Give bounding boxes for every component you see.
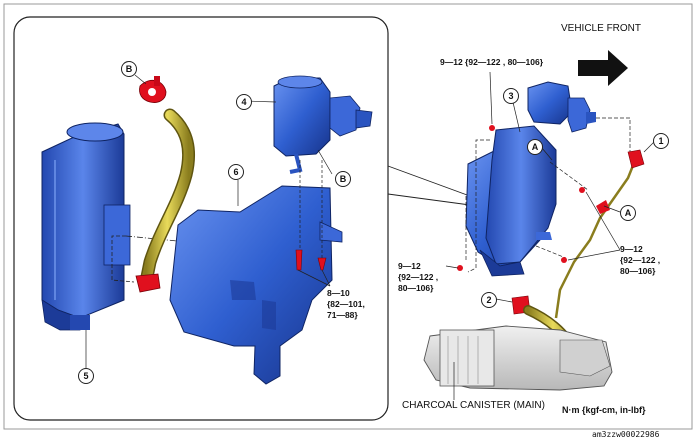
torque-left-line2: {92—122 ,: [398, 272, 439, 282]
torque-left-line3: 80—106}: [398, 283, 434, 293]
purge-solenoid-part: [273, 75, 373, 174]
evap-hose-part: [135, 108, 196, 293]
callout-b-bracket: B: [335, 171, 351, 187]
callout-b-top: B: [121, 61, 137, 77]
bolt-a: [295, 249, 303, 271]
connector-1: [627, 149, 645, 169]
fuel-vapor-pipe: [554, 157, 638, 319]
torque-detail-line3: 71—88}: [327, 310, 358, 320]
torque-detail-line1: 8—10: [327, 288, 350, 298]
inset-leader-bottom: [387, 193, 471, 206]
outer-border: [3, 3, 693, 430]
torque-top: 9—12 {92—122 , 80—106}: [440, 57, 544, 67]
units-label: N·m {kgf-cm, in-lbf}: [562, 405, 646, 415]
callout-a-main: A: [527, 139, 543, 155]
main-bolt-top: [489, 125, 495, 131]
callout-a-pipe: A: [620, 205, 636, 221]
main-bolt-left: [457, 265, 463, 271]
torque-detail-line2: {82—101,: [327, 299, 365, 309]
bolt-b: [317, 257, 327, 271]
main-purge-valve-part: [527, 81, 596, 133]
pipe-a-connector: [596, 200, 610, 214]
callout-2: 2: [481, 292, 497, 308]
charcoal-canister-part: [41, 122, 131, 331]
torque-right-line2: {92—122 ,: [620, 255, 661, 265]
charcoal-canister-main-part: [423, 325, 613, 391]
charcoal-canister-main-label: CHARCOAL CANISTER (MAIN): [402, 400, 545, 411]
callout-5: 5: [78, 368, 94, 384]
vehicle-front-label: VEHICLE FRONT: [561, 23, 642, 34]
main-bolt-right-1: [579, 187, 585, 193]
torque-left-line1: 9—12: [398, 261, 421, 271]
callout-4: 4: [236, 94, 252, 110]
callout-6: 6: [228, 164, 244, 180]
callout-1: 1: [653, 133, 669, 149]
torque-right-line3: 80—106}: [620, 266, 656, 276]
torque-right-line1: 9—12: [620, 244, 643, 254]
main-bolt-right-2: [561, 257, 567, 263]
document-id: am3zzw00022986: [592, 430, 660, 439]
canister-bracket-part: [169, 185, 343, 385]
callout-3: 3: [503, 88, 519, 104]
clamp-b-top-part: [139, 76, 167, 103]
vehicle-front-arrow: [578, 50, 628, 86]
inset-leader-top: [387, 165, 479, 200]
main-bracket-part: [465, 125, 557, 277]
